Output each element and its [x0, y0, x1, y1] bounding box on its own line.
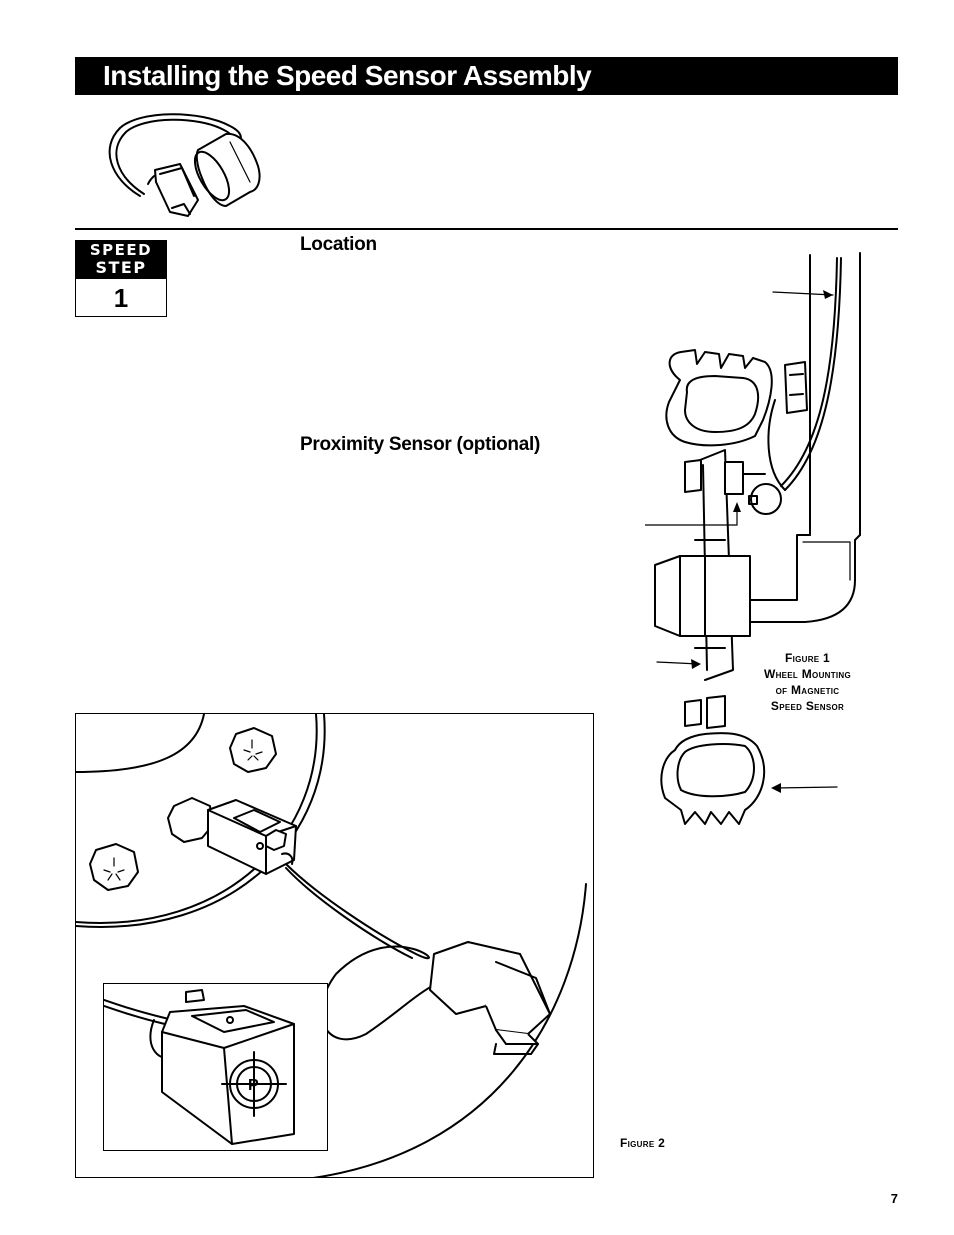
bolt-3 — [89, 843, 139, 891]
speed-step-header: SPEED STEP — [76, 241, 166, 279]
target-mark-letter: P — [248, 1077, 259, 1094]
speed-step-number: 1 — [113, 283, 129, 313]
figure2-frame: P — [75, 713, 594, 1178]
bolt-2 — [167, 797, 213, 843]
figure1-caption: Figure 1 Wheel Mounting of Magnetic Spee… — [730, 650, 885, 714]
figure1-caption-line4: Speed Sensor — [770, 699, 845, 713]
page-title: Installing the Speed Sensor Assembly — [75, 57, 898, 95]
bolt-1 — [229, 727, 277, 773]
figure1-wheel-mounting-drawing — [645, 252, 861, 825]
page-number: 7 — [890, 1191, 898, 1206]
figure2-caption: Figure 2 — [620, 1136, 666, 1150]
sensor-face-detail-drawing: P — [104, 989, 295, 1145]
figure1-caption-line1: Figure 1 — [784, 651, 831, 665]
figure1-caption-line3: of Magnetic — [775, 683, 840, 697]
speed-step-line1: SPEED — [89, 241, 153, 259]
sensor-cable-illustration — [108, 113, 261, 217]
figure1-caption-line2: Wheel Mounting — [763, 667, 852, 681]
figure2-drawing — [76, 714, 587, 1177]
speed-step-line2: STEP — [95, 258, 147, 277]
location-heading: Location — [300, 234, 377, 255]
figure2-detail-inset: P — [103, 983, 328, 1151]
target-crosshair-icon: P — [221, 1051, 287, 1117]
cable-clip — [429, 941, 551, 1055]
speed-step-badge: SPEED STEP 1 — [75, 240, 167, 317]
proximity-sensor-heading: Proximity Sensor (optional) — [300, 434, 540, 455]
section-divider — [75, 228, 898, 230]
proximity-sensor-block — [207, 799, 297, 875]
